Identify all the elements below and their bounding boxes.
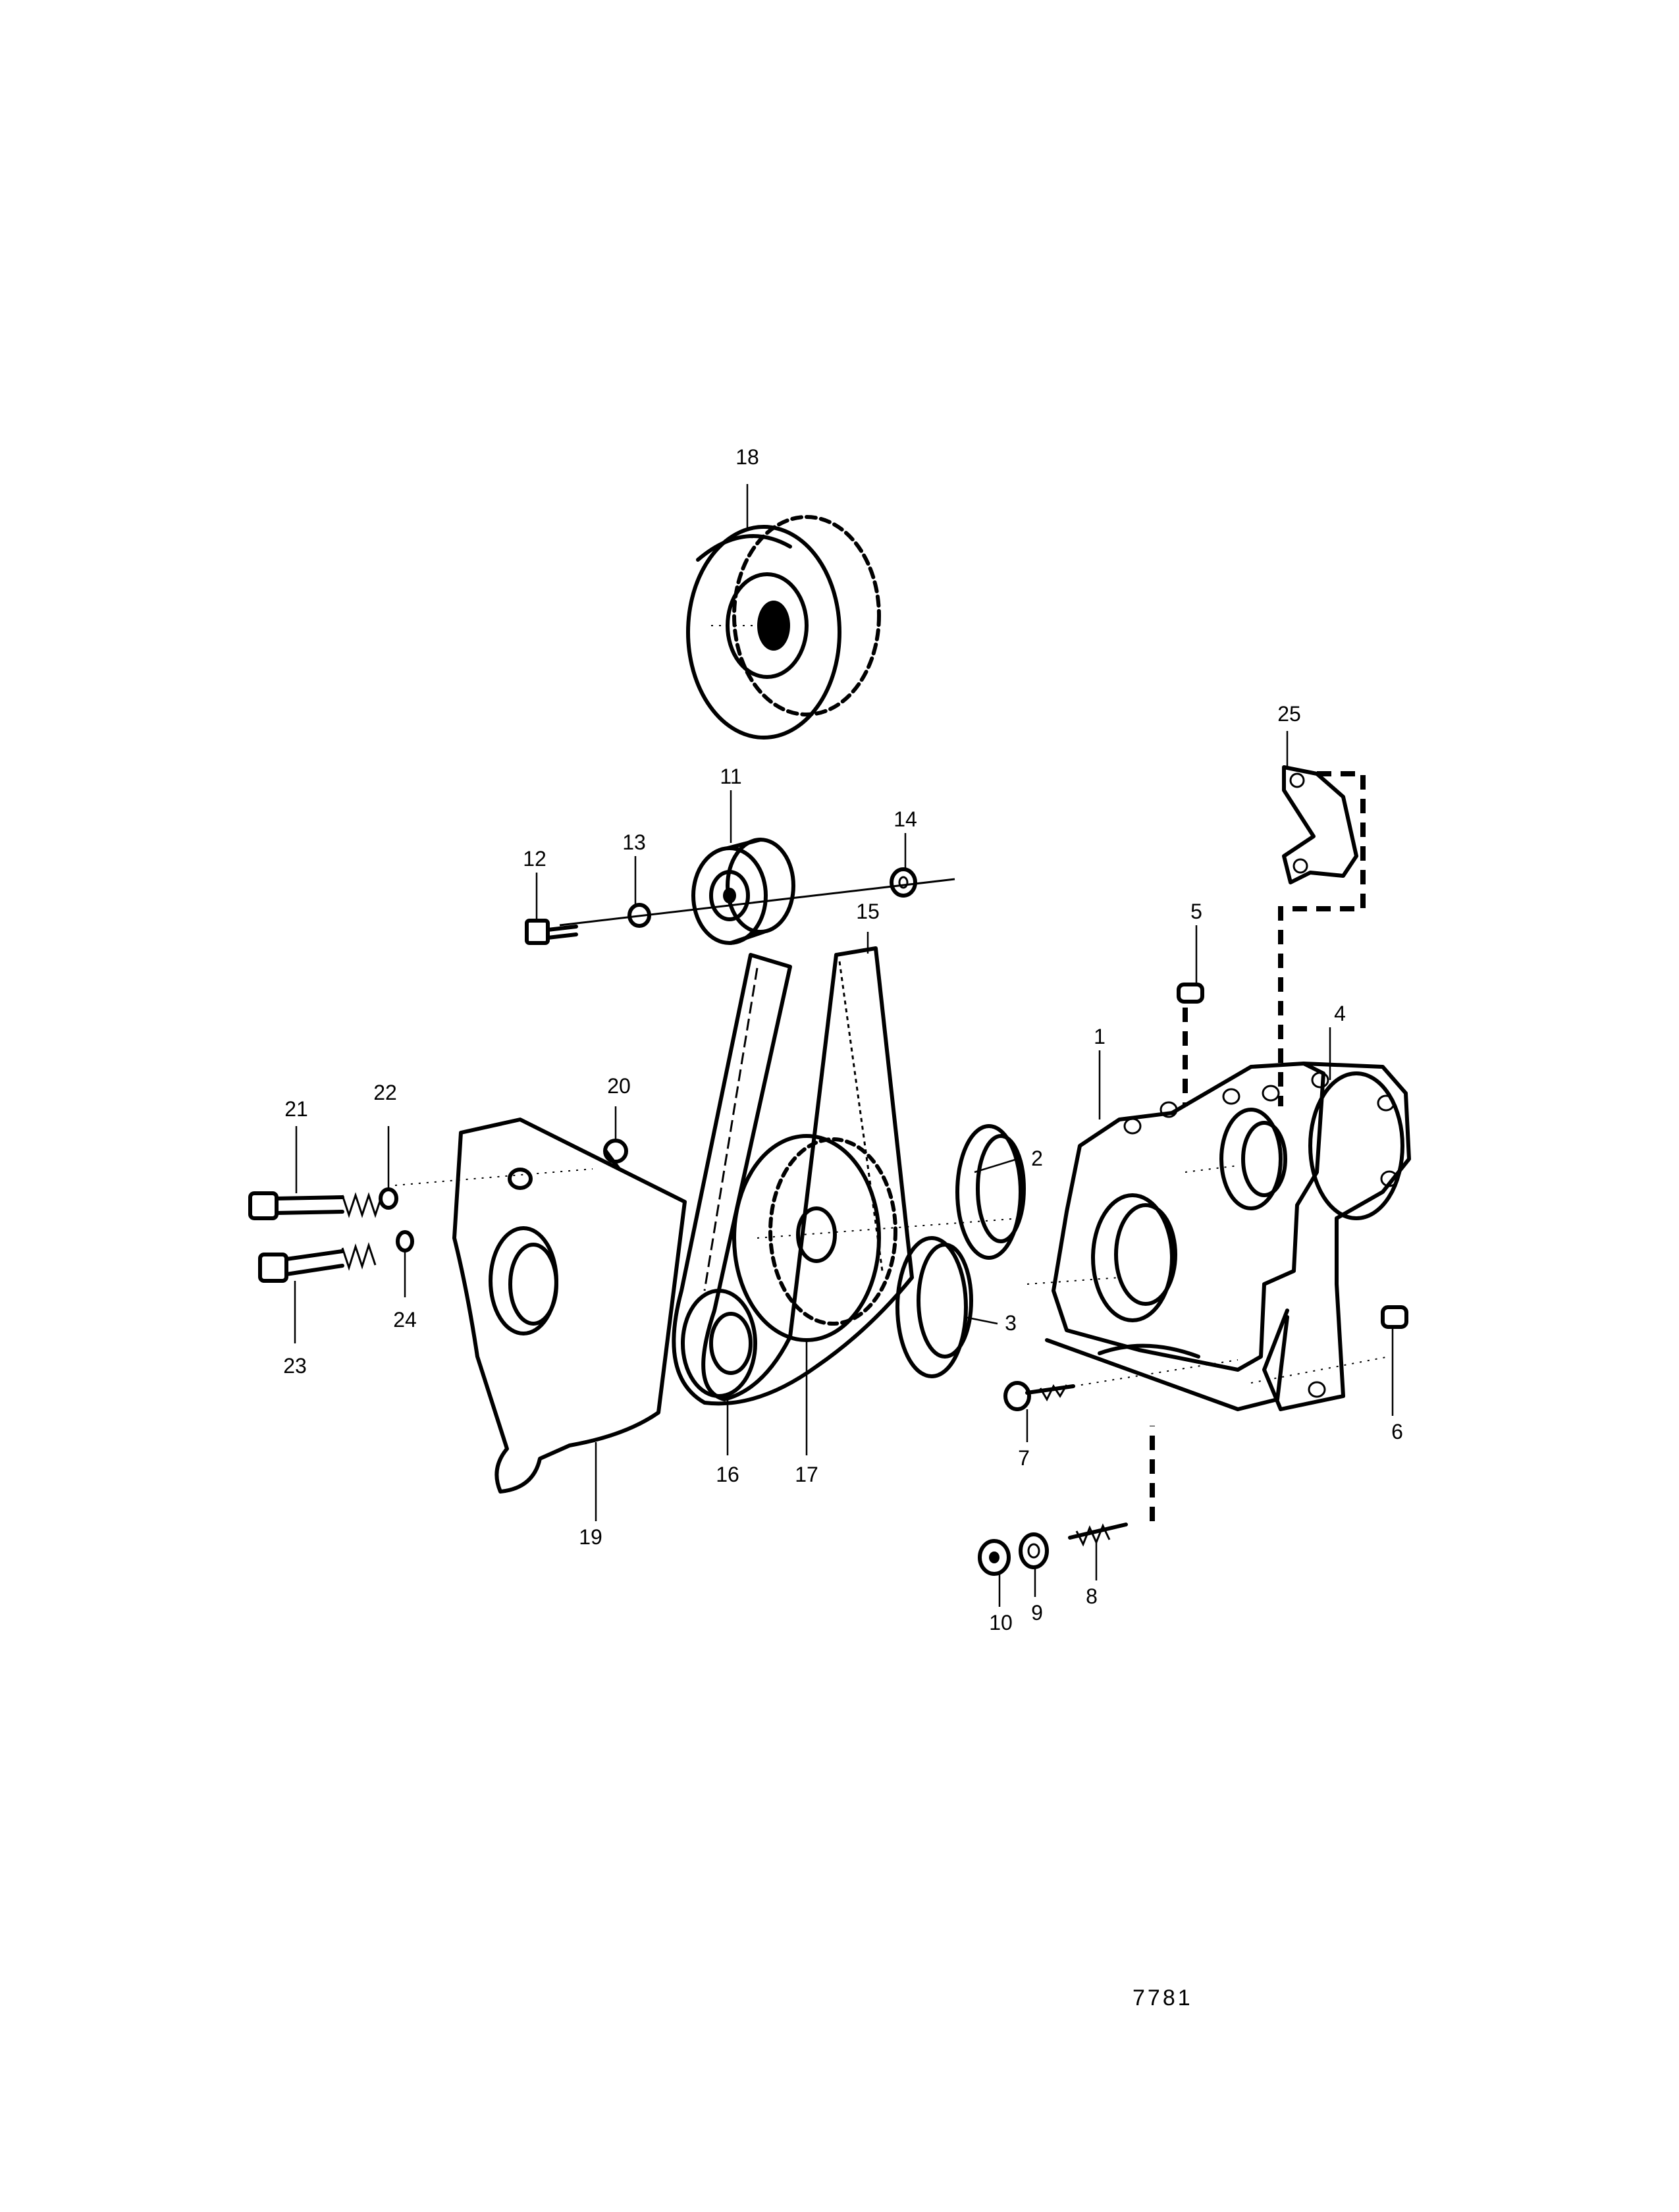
callout-22: 22 bbox=[373, 1081, 397, 1104]
part-18-camshaft-sprocket bbox=[686, 515, 881, 740]
callout-24: 24 bbox=[393, 1308, 417, 1332]
part-19-timing-cover bbox=[394, 1118, 687, 1494]
callout-25: 25 bbox=[1277, 702, 1301, 726]
callout-16: 16 bbox=[716, 1463, 739, 1486]
callout-8: 8 bbox=[1086, 1584, 1098, 1608]
callout-11: 11 bbox=[720, 765, 741, 788]
part-8-stud bbox=[1068, 1426, 1155, 1547]
callout-5: 5 bbox=[1190, 900, 1202, 923]
part-22-washer bbox=[379, 1187, 398, 1210]
callout-leaders bbox=[294, 484, 1394, 1607]
part-25-bracket bbox=[1278, 765, 1366, 1106]
part-5-dowel bbox=[1177, 983, 1204, 1106]
part-21-bolt bbox=[248, 1191, 383, 1220]
part-15-timing-belt bbox=[672, 946, 914, 1406]
callout-4: 4 bbox=[1334, 1002, 1346, 1025]
callout-23: 23 bbox=[283, 1354, 307, 1378]
callout-1: 1 bbox=[1094, 1025, 1106, 1048]
callout-20: 20 bbox=[607, 1074, 631, 1098]
part-10-nut bbox=[978, 1539, 1011, 1576]
callout-2: 2 bbox=[1031, 1146, 1043, 1170]
part-16-sprocket bbox=[681, 1289, 757, 1398]
part-17-crankshaft-sprocket bbox=[732, 1134, 1021, 1342]
callout-21: 21 bbox=[284, 1097, 308, 1121]
part-2-seal bbox=[955, 1124, 1026, 1260]
part-9-washer bbox=[1019, 1532, 1049, 1569]
callout-13: 13 bbox=[622, 830, 646, 854]
part-3-seal bbox=[895, 1236, 973, 1378]
part-13-washer bbox=[627, 903, 651, 928]
callout-17: 17 bbox=[795, 1463, 818, 1486]
part-6-dowel bbox=[1250, 1305, 1408, 1384]
part-7-bolt bbox=[1003, 1359, 1239, 1411]
callout-12: 12 bbox=[523, 847, 546, 871]
figure-number: 7781 bbox=[1133, 1985, 1193, 2010]
callout-labels: 18 11 12 13 14 15 25 5 1 4 2 3 6 7 8 9 1… bbox=[283, 445, 1403, 1634]
callout-3: 3 bbox=[1005, 1311, 1017, 1335]
callout-14: 14 bbox=[893, 807, 917, 831]
part-4-gasket bbox=[1262, 1062, 1411, 1411]
part-14-nut bbox=[890, 867, 917, 898]
callout-9: 9 bbox=[1031, 1601, 1043, 1625]
part-11-tensioner-pulley bbox=[559, 838, 955, 945]
part-1-timing-housing bbox=[1026, 1062, 1325, 1372]
callout-19: 19 bbox=[579, 1525, 602, 1549]
callout-18: 18 bbox=[735, 445, 759, 469]
callout-10: 10 bbox=[989, 1611, 1013, 1634]
callout-15: 15 bbox=[856, 900, 880, 923]
part-1-lower-flange bbox=[1045, 1315, 1289, 1411]
part-23-bolt bbox=[258, 1242, 377, 1283]
part-24-washer bbox=[396, 1230, 414, 1253]
callout-7: 7 bbox=[1018, 1446, 1030, 1470]
callout-6: 6 bbox=[1391, 1420, 1403, 1443]
